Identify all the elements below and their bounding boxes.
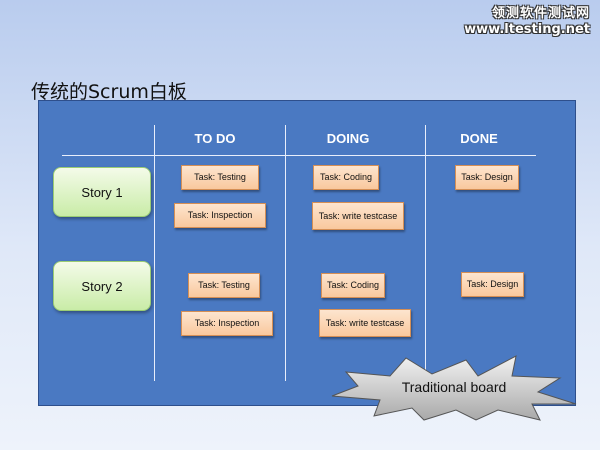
column-header-doing: DOING	[326, 131, 370, 146]
burst-shape	[331, 355, 577, 421]
page-title: 传统的Scrum白板	[31, 81, 187, 103]
task-card[interactable]: Task: Testing	[181, 165, 259, 190]
task-card[interactable]: Task: Inspection	[181, 311, 273, 336]
task-card[interactable]: Task: Inspection	[174, 203, 266, 228]
watermark-cn: 领测软件测试网	[491, 6, 590, 21]
column-header-done: DONE	[460, 131, 498, 146]
traditional-board-callout: Traditional board	[331, 355, 577, 421]
task-card[interactable]: Task: Testing	[188, 273, 260, 298]
watermark-url: www.ltesting.net	[464, 22, 590, 37]
callout-text: Traditional board	[402, 379, 507, 395]
header-divider	[62, 155, 536, 156]
task-card[interactable]: Task: Coding	[321, 273, 385, 298]
story-card-1[interactable]: Story 1	[53, 167, 151, 217]
story-card-2[interactable]: Story 2	[53, 261, 151, 311]
watermark: 领测软件测试网 www.ltesting.net	[464, 6, 590, 38]
task-card[interactable]: Task: write testcase	[319, 309, 411, 337]
task-card[interactable]: Task: Design	[461, 272, 524, 297]
scrum-board: TO DO DOING DONE Story 1 Task: Testing T…	[38, 100, 576, 406]
column-header-todo: TO DO	[194, 131, 236, 146]
task-card[interactable]: Task: write testcase	[312, 202, 404, 230]
task-card[interactable]: Task: Coding	[313, 165, 379, 190]
column-divider-2	[285, 125, 286, 381]
column-divider-1	[154, 125, 155, 381]
task-card[interactable]: Task: Design	[455, 165, 519, 190]
column-divider-3	[425, 125, 426, 381]
